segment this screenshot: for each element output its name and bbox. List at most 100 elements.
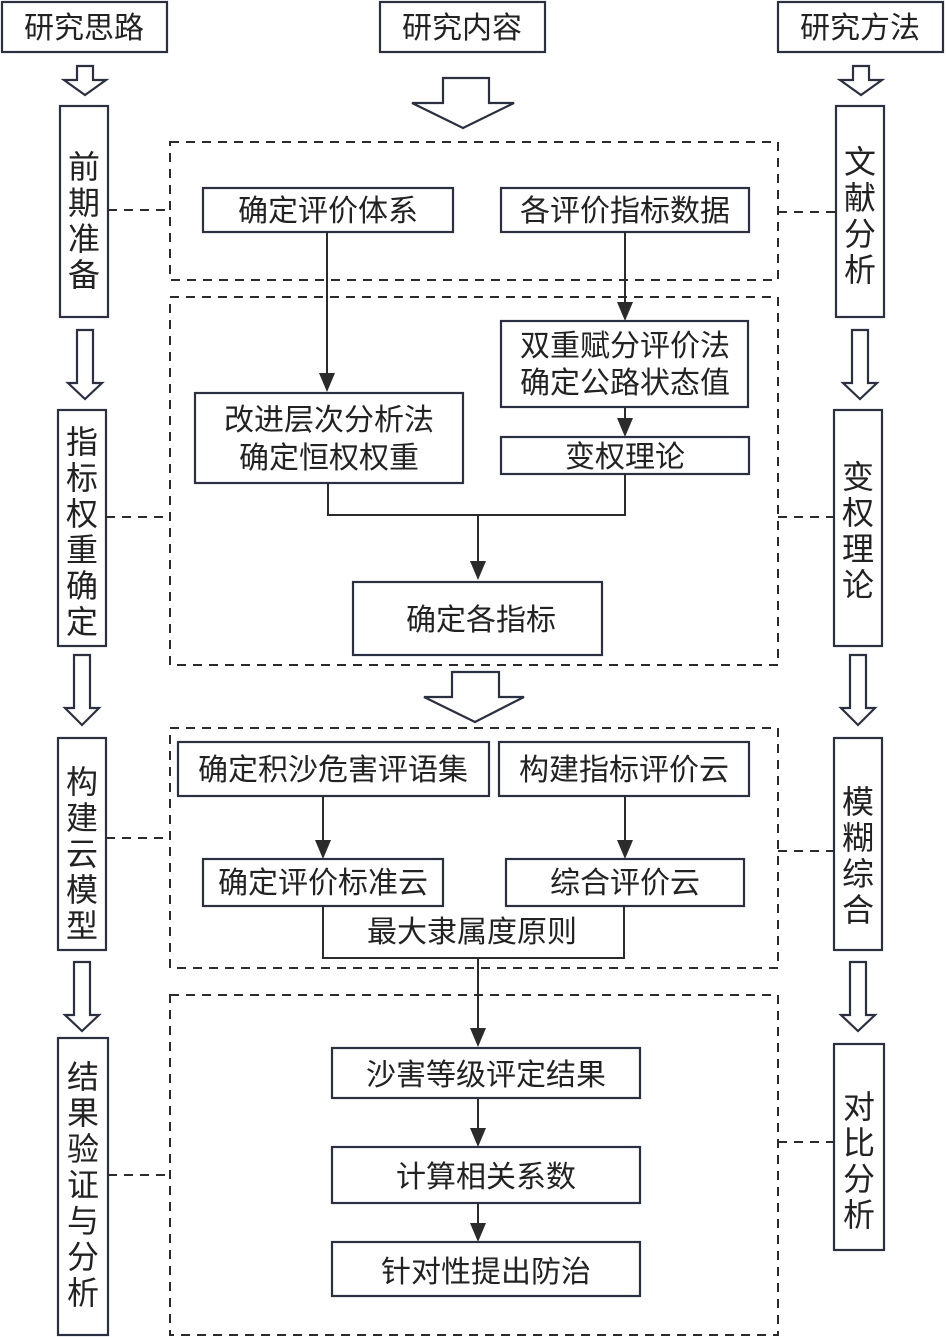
large-hollow-arrow-down-icon — [423, 670, 525, 724]
method-variable-weight: 变权理论 — [832, 408, 884, 648]
arrow-head-icon — [315, 840, 331, 859]
vertical-char: 标 — [66, 459, 98, 497]
method-literature-analysis: 文献分析 — [834, 104, 886, 319]
header-research-approach: 研究思路 — [0, 0, 169, 54]
stage2-group — [169, 296, 779, 666]
box-determine-indicators: 确定各指标 — [351, 580, 604, 657]
step-cloud-model: 构建云模型 — [56, 736, 108, 952]
step-weight-determination: 指标权重确定 — [56, 408, 108, 648]
hollow-arrow-down-icon — [62, 960, 102, 1033]
hollow-arrow-down-icon — [65, 328, 105, 401]
box-comprehensive-cloud: 综合评价云 — [504, 857, 746, 908]
header-research-approach-label: 研究思路 — [24, 11, 144, 46]
hollow-arrow-down-icon — [838, 960, 878, 1033]
vertical-char: 综 — [842, 855, 874, 893]
hollow-arrow-down-icon — [836, 64, 886, 97]
box-standard-cloud: 确定评价标准云 — [201, 857, 445, 908]
vertical-char: 理 — [842, 530, 874, 568]
max-membership-principle-label: 最大隶属度原则 — [367, 915, 577, 950]
vertical-char: 准 — [68, 220, 100, 258]
arrow-head-icon — [617, 302, 633, 321]
box-correlation: 计算相关系数 — [330, 1145, 642, 1205]
arrow-head-icon — [617, 418, 633, 437]
large-hollow-arrow-down-icon — [411, 76, 515, 130]
vertical-char: 权 — [66, 495, 98, 533]
step-validation-analysis: 结果验证与分析 — [56, 1036, 110, 1337]
vertical-char: 型 — [66, 907, 98, 945]
arrow-head-icon — [470, 561, 486, 580]
method-fuzzy-comprehensive: 模糊综合 — [832, 736, 884, 952]
header-research-method-label: 研究方法 — [800, 11, 920, 46]
box-comment-set: 确定积沙危害评语集 — [176, 740, 491, 798]
box-indicator-cloud: 构建指标评价云 — [497, 740, 751, 798]
max-membership-bracket — [322, 906, 625, 959]
stage3-group — [169, 727, 779, 969]
box-determine-indicators-label: 确定各指标 — [406, 603, 556, 638]
box-prevention-label: 针对性提出防治 — [381, 1255, 591, 1290]
hollow-arrow-down-icon — [840, 328, 880, 401]
stage4-group — [169, 994, 779, 1336]
step-weight-determination-label: 指标权重确定 — [66, 423, 98, 641]
header-research-method: 研究方法 — [776, 0, 945, 54]
box-dual-scoring-line2: 确定公路状态值 — [520, 366, 730, 401]
vertical-char: 前 — [68, 148, 100, 186]
box-improved-ahp-line1: 改进层次分析法 — [224, 403, 434, 438]
vertical-char: 论 — [842, 566, 874, 604]
merge-connector — [327, 474, 626, 516]
vertical-char: 云 — [66, 835, 98, 873]
vertical-char: 析 — [67, 1274, 99, 1312]
box-comprehensive-cloud-label: 综合评价云 — [550, 866, 700, 901]
vertical-char: 期 — [68, 184, 100, 222]
vertical-char: 分 — [844, 215, 876, 253]
vertical-char: 果 — [67, 1094, 99, 1132]
box-improved-ahp-line2: 确定恒权权重 — [239, 441, 419, 476]
method-fuzzy-comprehensive-label: 模糊综合 — [842, 783, 874, 929]
box-grade-result: 沙害等级评定结果 — [330, 1046, 642, 1100]
box-variable-weight-theory-label: 变权理论 — [565, 440, 685, 475]
box-improved-ahp: 改进层次分析法 确定恒权权重 — [193, 391, 465, 485]
hollow-arrow-down-icon — [62, 653, 102, 727]
vertical-char: 建 — [66, 799, 98, 837]
method-comparative-analysis: 对比分析 — [832, 1042, 886, 1252]
vertical-char: 析 — [844, 251, 876, 289]
vertical-char: 权 — [842, 494, 874, 532]
method-literature-analysis-label: 文献分析 — [844, 143, 876, 289]
vertical-char: 文 — [844, 143, 876, 181]
box-determine-evaluation-system-label: 确定评价体系 — [238, 194, 418, 229]
arrow-head-icon — [470, 1128, 486, 1147]
hollow-arrow-down-icon — [838, 653, 878, 727]
method-comparative-analysis-label: 对比分析 — [843, 1088, 875, 1234]
vertical-char: 指 — [66, 423, 98, 461]
arrow-head-icon — [470, 1223, 486, 1242]
box-variable-weight-theory: 变权理论 — [499, 435, 751, 476]
vertical-char: 定 — [66, 603, 98, 641]
vertical-char: 合 — [842, 891, 874, 929]
vertical-char: 对 — [843, 1088, 875, 1126]
vertical-char: 确 — [66, 567, 98, 605]
vertical-char: 比 — [843, 1124, 875, 1162]
vertical-char: 结 — [67, 1058, 99, 1096]
box-correlation-label: 计算相关系数 — [396, 1160, 576, 1195]
box-indicator-data-label: 各评价指标数据 — [520, 194, 730, 229]
box-indicator-data: 各评价指标数据 — [499, 186, 751, 234]
step-cloud-model-label: 构建云模型 — [66, 763, 98, 945]
vertical-char: 备 — [68, 256, 100, 294]
box-indicator-cloud-label: 构建指标评价云 — [519, 753, 729, 788]
arrow-head-icon — [617, 840, 633, 859]
method-variable-weight-label: 变权理论 — [842, 458, 874, 604]
vertical-char: 重 — [66, 531, 98, 569]
hollow-arrow-down-icon — [60, 64, 110, 97]
step-preparation-label: 前期准备 — [68, 148, 100, 294]
vertical-char: 验 — [67, 1130, 99, 1168]
header-research-content-label: 研究内容 — [402, 11, 522, 46]
vertical-char: 证 — [67, 1166, 99, 1204]
vertical-char: 分 — [67, 1238, 99, 1276]
box-comment-set-label: 确定积沙危害评语集 — [198, 753, 468, 788]
arrow-head-icon — [470, 1028, 486, 1047]
vertical-char: 献 — [844, 179, 876, 217]
step-validation-analysis-label: 结果验证与分析 — [67, 1058, 99, 1312]
vertical-char: 模 — [842, 783, 874, 821]
box-dual-scoring: 双重赋分评价法 确定公路状态值 — [499, 319, 750, 409]
vertical-char: 与 — [67, 1202, 99, 1240]
